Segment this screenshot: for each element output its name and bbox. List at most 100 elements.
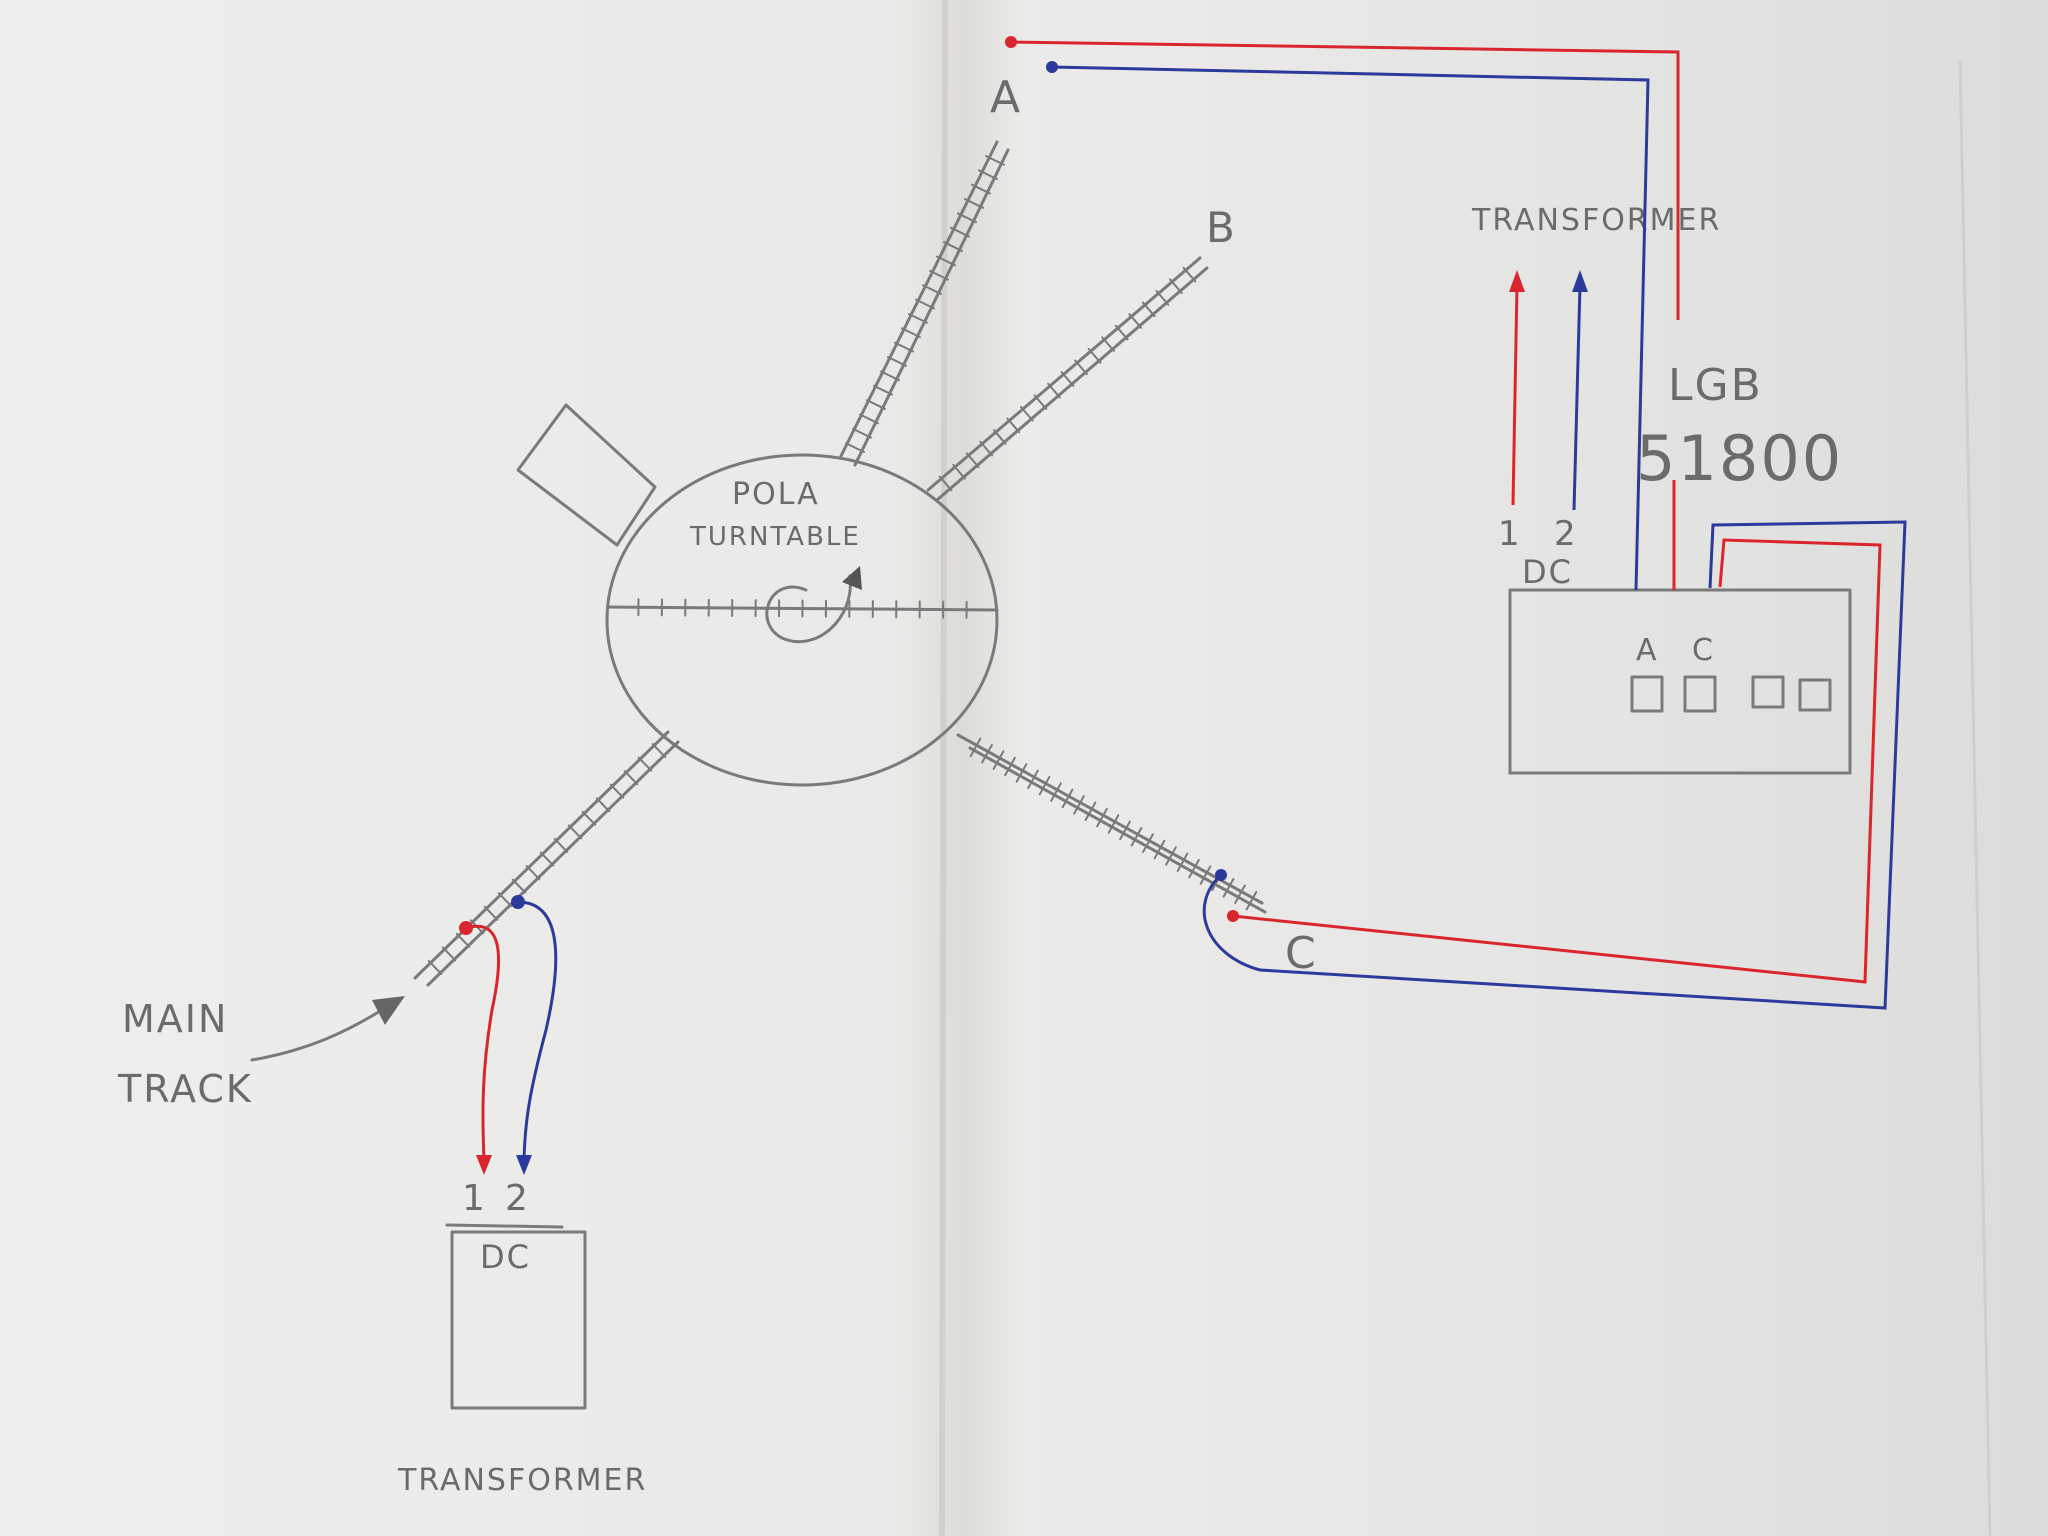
turntable: POLA TURNTABLE <box>516 403 999 787</box>
track-tie <box>483 905 499 921</box>
track-tie <box>936 255 956 267</box>
wire-main-red <box>465 924 501 1161</box>
track-tie <box>957 212 977 224</box>
track-tie <box>845 442 865 454</box>
wire-top-transformer-red <box>1511 284 1519 506</box>
terminal-dot-a-blue <box>1046 61 1058 73</box>
track-tie <box>525 865 541 881</box>
track-tie <box>992 750 1005 770</box>
track-tie <box>651 743 667 759</box>
controller-box <box>1508 588 1852 775</box>
track-tie <box>539 851 555 867</box>
wire-main-blue <box>517 900 558 1161</box>
rotate-arrow-icon <box>765 574 852 644</box>
track-tie <box>427 959 443 975</box>
terminal-dot-c-blue <box>1215 869 1227 881</box>
transformer-bottom-type: DC <box>480 1238 531 1276</box>
track-tie <box>981 744 993 764</box>
track-tie <box>908 312 928 324</box>
track-tie <box>511 878 527 894</box>
track-tie <box>880 370 900 382</box>
main-track-arrowhead-icon <box>372 996 405 1025</box>
terminal-dot-main-red <box>459 921 473 935</box>
track-tie <box>1165 846 1177 866</box>
controller-port-2 <box>1683 675 1717 713</box>
track-tie <box>553 837 569 853</box>
rotate-arrowhead-icon <box>842 566 862 590</box>
transformer-bottom-terminal-2: 2 <box>505 1178 530 1219</box>
track-tie <box>1128 313 1143 329</box>
track-tie <box>1107 814 1120 834</box>
track-tie <box>1222 878 1235 898</box>
wire-top-transformer-blue <box>1572 284 1582 511</box>
controller-port-c-label: C <box>1692 633 1715 668</box>
track-tie <box>943 241 963 252</box>
track-tie <box>595 797 611 813</box>
track-tie <box>915 298 935 310</box>
track-tie <box>1199 865 1212 885</box>
track-tie <box>1073 795 1085 815</box>
track-tie <box>952 463 966 480</box>
track-tie <box>1004 756 1016 777</box>
track-tie <box>1114 324 1129 341</box>
transformer-top-terminal-1: 1 <box>1498 514 1522 554</box>
track-c <box>956 733 1267 914</box>
wire-c-red <box>1232 538 1882 984</box>
track-tie <box>497 892 513 908</box>
track-tie <box>1061 788 1074 809</box>
main-track-label-line1: MAIN <box>122 997 228 1041</box>
controller-port-4 <box>1798 678 1832 712</box>
track-tie <box>1130 827 1143 847</box>
turntable-control-hut <box>516 403 657 547</box>
track-tie <box>567 824 583 840</box>
track-tie <box>1141 301 1156 318</box>
track-tie <box>455 932 471 948</box>
track-tie <box>965 452 980 469</box>
controller-port-a-label: A <box>1636 633 1659 668</box>
track-tie <box>1188 858 1200 879</box>
track-tie <box>1119 820 1131 841</box>
track-tie <box>894 341 914 353</box>
controller-brand: LGB <box>1668 360 1763 411</box>
track-tie <box>938 475 953 492</box>
transformer-bottom: 1 2 DC TRANSFORMER <box>397 1178 645 1498</box>
track-tie <box>1155 289 1170 306</box>
track-tie <box>922 284 942 296</box>
wire-a-red-upper <box>1010 40 1680 320</box>
turntable-label-line2: TURNTABLE <box>689 522 861 552</box>
track-tie <box>1101 336 1116 353</box>
track-tie <box>1245 890 1258 911</box>
track-tie <box>887 356 907 367</box>
track-tie <box>1176 852 1189 873</box>
controller-port-3 <box>1751 675 1785 709</box>
track-tie <box>1038 775 1051 796</box>
paper-fold <box>939 0 948 1536</box>
track-tie <box>1027 769 1039 790</box>
track-tie <box>969 737 982 758</box>
arrowhead-blue-bottom-icon <box>516 1155 532 1175</box>
turntable-bridge <box>606 605 999 612</box>
track-tie <box>581 810 597 826</box>
terminal-dot-main-blue <box>511 895 525 909</box>
arrowhead-red-bottom-icon <box>476 1155 492 1175</box>
main-track-label-line2: TRACK <box>117 1067 253 1111</box>
track-tie <box>1087 347 1102 364</box>
transformer-bottom-terminal-1: 1 <box>462 1178 487 1219</box>
track-tie <box>979 440 994 457</box>
track-tie <box>1084 801 1097 821</box>
wire-a-blue <box>1051 65 1650 591</box>
arrowhead-blue-top-icon <box>1572 270 1588 292</box>
track-tie <box>901 327 921 339</box>
track-tie <box>1019 405 1034 422</box>
paper-edge <box>1958 59 1992 1536</box>
track-b-label: B <box>1206 203 1237 252</box>
track-tie <box>1033 394 1048 411</box>
transformer-top-label: TRANSFORMER <box>1471 203 1721 238</box>
track-tie <box>1050 782 1062 802</box>
wire-c-blue <box>1202 520 1907 1010</box>
track-tie <box>623 770 639 786</box>
track-tie <box>609 783 625 799</box>
controller-port-1 <box>1630 675 1664 713</box>
